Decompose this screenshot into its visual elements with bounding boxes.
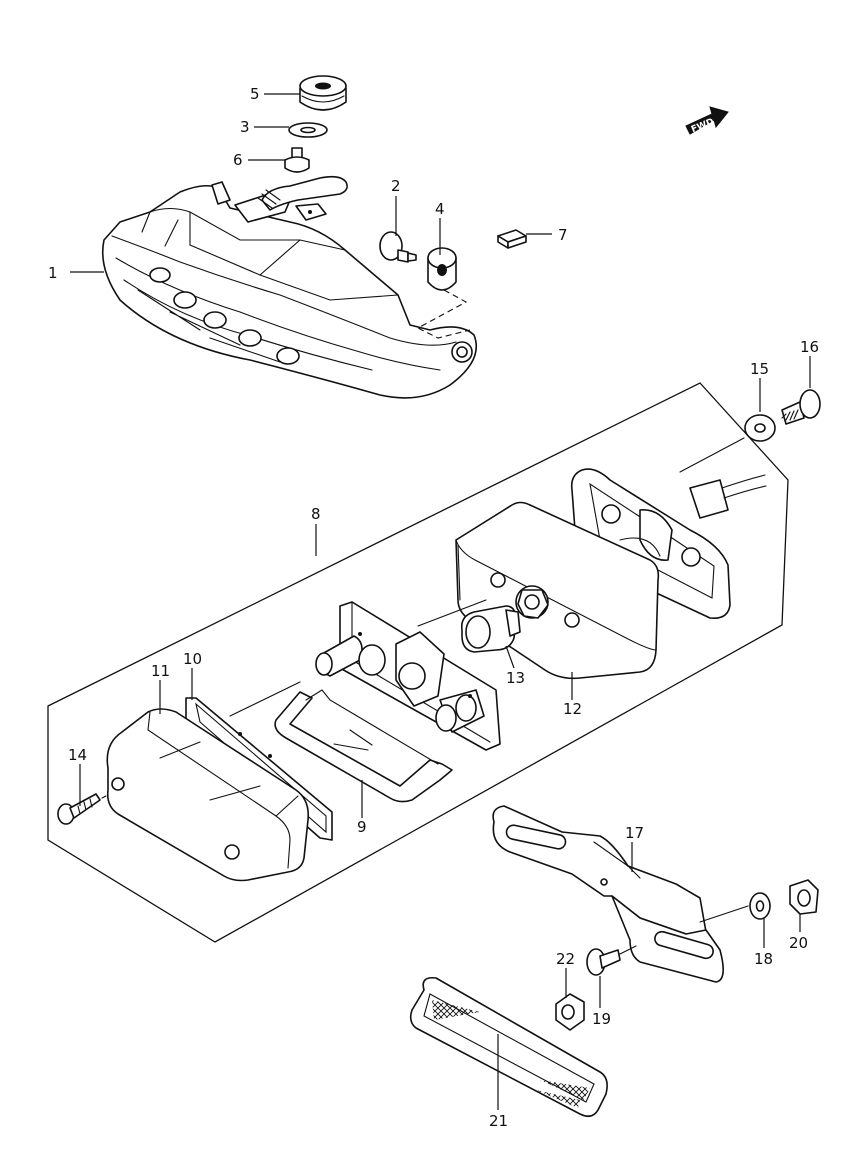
fwd-arrow-icon: FWD [685, 106, 729, 135]
fwd-label: FWD [690, 117, 716, 135]
assembly-line [679, 437, 745, 473]
part-4-cushion [427, 247, 457, 291]
callout-5: 5 [250, 85, 260, 103]
part-1-tail-lamp-housing [101, 175, 478, 399]
callout-2: 2 [391, 177, 401, 195]
callout-4: 4 [435, 200, 445, 218]
assembly-line [229, 681, 301, 717]
callout-11: 11 [151, 662, 170, 680]
part-21-reflector [409, 976, 608, 1118]
part-22-nut [555, 993, 585, 1031]
callout-15: 15 [750, 360, 769, 378]
callout-7: 7 [558, 226, 568, 244]
callout-16: 16 [800, 338, 819, 356]
part-8-assembly-box [47, 382, 789, 943]
callout-19: 19 [592, 1010, 611, 1028]
part-18-washer [749, 892, 771, 920]
part-17-bracket [492, 805, 724, 983]
callout-6: 6 [233, 151, 243, 169]
part-19-bolt [586, 948, 621, 976]
leader-lines [70, 93, 811, 1110]
callout-21: 21 [489, 1112, 508, 1130]
callout-22: 22 [556, 950, 575, 968]
bulb-socket-plate [315, 601, 501, 751]
callout-17: 17 [625, 824, 644, 842]
assembly-line [416, 289, 471, 339]
assembly-line [417, 599, 487, 627]
part-20-nut [789, 879, 819, 915]
callout-1: 1 [48, 264, 58, 282]
callout-13: 13 [506, 669, 525, 687]
callout-8: 8 [311, 505, 321, 523]
part-6-bolt [284, 147, 310, 173]
part-13-bulb [460, 605, 521, 653]
callout-10: 10 [183, 650, 202, 668]
callout-labels: 1 2 3 4 5 6 7 8 9 10 11 12 13 14 15 16 1… [48, 85, 819, 1130]
part-16-screw [781, 389, 821, 425]
part-14-screw [57, 793, 107, 825]
assembly-line [619, 945, 637, 955]
callout-3: 3 [240, 118, 250, 136]
part-7-pad [497, 229, 527, 249]
callout-12: 12 [563, 700, 582, 718]
callout-14: 14 [68, 746, 87, 764]
assembly-line [699, 905, 749, 923]
callout-18: 18 [754, 950, 773, 968]
wire-harness [619, 474, 767, 557]
part-9-reflector-tray [274, 689, 453, 803]
part-3-washer [288, 122, 328, 138]
part-5-grommet [299, 75, 347, 111]
callout-20: 20 [789, 934, 808, 952]
part-11-lens [106, 708, 310, 882]
part-15-washer [744, 414, 776, 442]
callout-9: 9 [357, 818, 367, 836]
part-2-stud [379, 231, 417, 263]
